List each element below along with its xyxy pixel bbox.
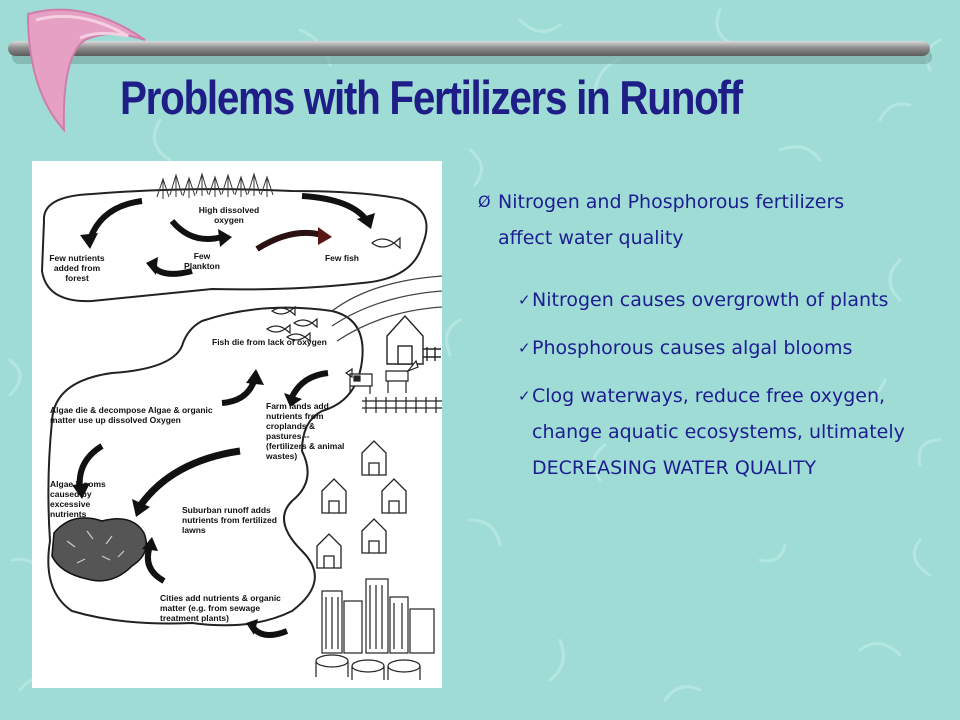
bullet-sub-3-text: Clog waterways, reduce free oxygen, chan…: [532, 385, 905, 479]
label-suburban-runoff: Suburban runoff adds nutrients from fert…: [182, 505, 277, 535]
bullet-main-text: Nitrogen and Phosphorous fertilizers aff…: [498, 191, 845, 249]
slide-title: Problems with Fertilizers in Runoff: [120, 71, 743, 124]
bullet-list: Ø Nitrogen and Phosphorous fertilizers a…: [478, 184, 938, 486]
bullet-sub-1-text: Nitrogen causes overgrowth of plants: [532, 289, 889, 311]
label-fish-die: Fish die from lack of oxygen: [212, 337, 327, 347]
bullet-main: Ø Nitrogen and Phosphorous fertilizers a…: [478, 184, 878, 256]
label-high-oxygen: High dissolved oxygen: [198, 205, 260, 225]
title-decoration: [8, 8, 932, 133]
label-algae-die: Algae die & decompose Algae & organic ma…: [50, 405, 213, 425]
label-farm-lands: Farm lands add nutrients from croplands …: [266, 401, 345, 461]
label-few-fish: Few fish: [324, 253, 359, 263]
eutrophication-diagram: High dissolved oxygen Few nutrients adde…: [32, 161, 442, 688]
checkmark-icon: ✓: [518, 387, 531, 405]
bullet-sub-1: ✓ Nitrogen causes overgrowth of plants: [518, 282, 927, 318]
label-few-nutrients: Few nutrients added from forest: [49, 253, 105, 283]
bullet-sub-3: ✓ Clog waterways, reduce free oxygen, ch…: [518, 378, 927, 486]
label-few-plankton: Few Plankton: [184, 251, 220, 271]
boomerang-shape: [26, 8, 146, 133]
diagram-drawing: [40, 172, 442, 680]
bullet-sub-2: ✓ Phosphorous causes algal blooms: [518, 330, 927, 366]
label-cities: Cities add nutrients & organic matter (e…: [160, 593, 281, 623]
arrow-bullet-icon: Ø: [478, 192, 491, 211]
checkmark-icon: ✓: [518, 339, 531, 357]
label-algae-blooms: Algae blooms caused by excessive nutrien…: [50, 479, 106, 519]
checkmark-icon: ✓: [518, 291, 531, 309]
bullet-sub-2-text: Phosphorous causes algal blooms: [532, 337, 853, 359]
